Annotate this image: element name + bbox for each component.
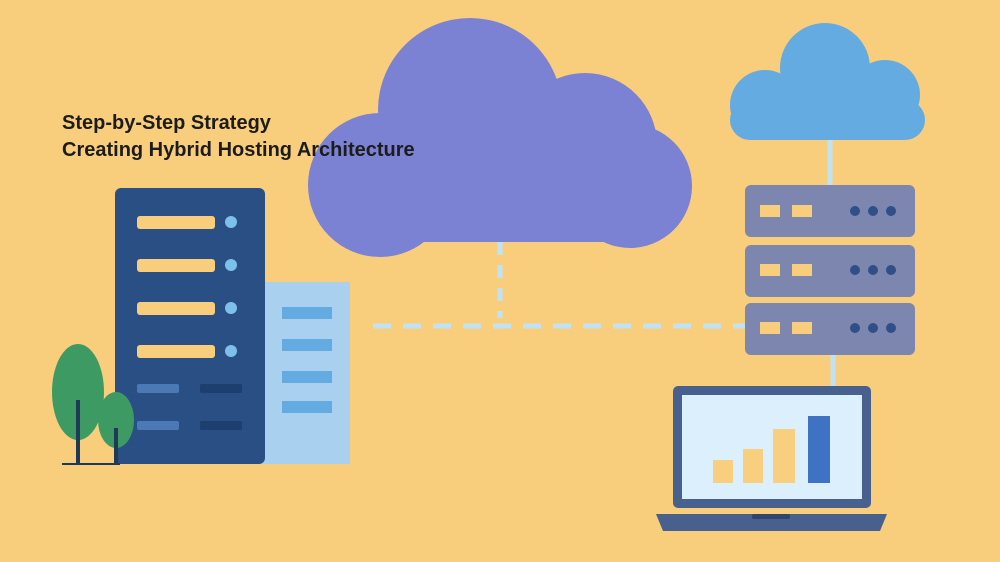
title-block: Step-by-Step Strategy Creating Hybrid Ho… bbox=[62, 110, 415, 164]
server-unit bbox=[745, 185, 915, 237]
title-line-2: Creating Hybrid Hosting Architecture bbox=[62, 139, 415, 161]
server-rack-icon bbox=[745, 185, 915, 355]
tree-icon bbox=[52, 344, 134, 465]
server-unit bbox=[745, 245, 915, 297]
title-line-1: Step-by-Step Strategy bbox=[62, 112, 271, 134]
building-main bbox=[115, 188, 265, 464]
server-unit bbox=[745, 303, 915, 355]
small-cloud-icon bbox=[730, 23, 925, 140]
laptop-chart-icon bbox=[656, 386, 887, 531]
connector-lines bbox=[373, 138, 836, 386]
cloud-icon bbox=[308, 18, 692, 257]
laptop-base bbox=[656, 514, 887, 531]
building-server-icon bbox=[115, 188, 350, 464]
laptop-screen bbox=[682, 395, 862, 499]
